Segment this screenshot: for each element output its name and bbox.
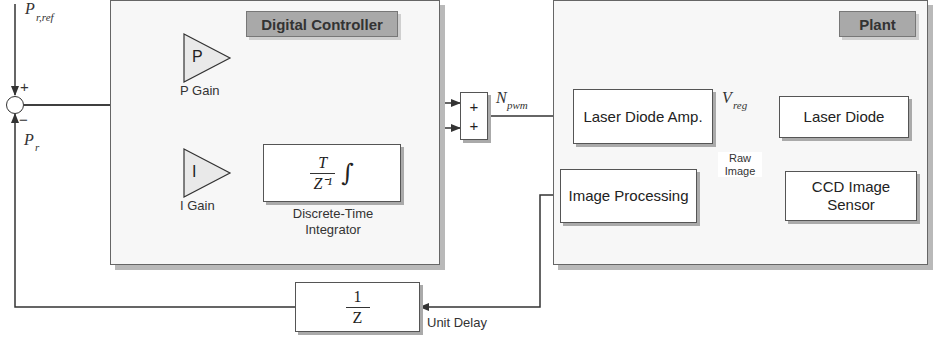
panel-title-text: Digital Controller (261, 16, 383, 33)
panel-title: Plant (839, 11, 916, 37)
sign-label: + (470, 116, 479, 136)
plant-panel: PlantLaser Diode Amp. Laser DiodeImage Pr… (553, 0, 928, 265)
summing-junction: +− (6, 96, 24, 114)
controller-panel: Digital ControllerPP GainII GainTZ⁻¹∫Dis… (110, 0, 440, 265)
signal-name: N (496, 89, 507, 107)
process-box: CCD Image Sensor (785, 171, 917, 221)
gain-triangle: PP Gain (184, 34, 230, 82)
gain-letter: P (192, 48, 203, 66)
numerator: T (310, 153, 335, 173)
denominator: Z (353, 308, 363, 327)
signal-name: P (25, 0, 35, 18)
triangle-outline (184, 149, 230, 197)
triangle-outline (184, 34, 230, 82)
process-box: Image Processing (560, 169, 697, 223)
denominator: Z⁻¹ (313, 174, 332, 193)
process-box: Laser Diode Amp. (573, 89, 713, 144)
process-box: Laser Diode (779, 96, 909, 138)
block-caption: Unit Delay (427, 315, 487, 331)
delay-box: 1ZUnit Delay (295, 282, 420, 332)
gain-caption: P Gain (180, 83, 220, 98)
signal-name: V (722, 89, 732, 107)
reference-input-arrow (14, 4, 16, 95)
panel-title-text: Plant (859, 16, 896, 33)
fraction: TZ⁻¹ (310, 153, 335, 192)
signal-subscript: reg (733, 99, 747, 111)
block-label: Image Processing (564, 187, 692, 205)
block-label: Laser Diode Amp. (579, 108, 706, 126)
signal-subscript: r,ref (36, 11, 54, 23)
signal-subscript: r (35, 141, 39, 153)
sign-label: − (19, 111, 28, 128)
signal-line (420, 195, 560, 307)
adder-box: ++ (460, 92, 488, 140)
gain-triangle: II Gain (184, 149, 230, 197)
signal-name: P (24, 131, 34, 149)
block-caption: Discrete-Time Integrator (264, 206, 402, 237)
panel-title: Digital Controller (246, 11, 398, 37)
gain-letter: I (192, 163, 196, 181)
numerator: 1 (346, 287, 370, 307)
edge-label: Raw Image (718, 152, 762, 177)
triangle-shape (184, 34, 230, 82)
integrator-box: TZ⁻¹∫Discrete-Time Integrator (263, 144, 401, 202)
gain-caption: I Gain (180, 198, 215, 213)
sign-label: + (20, 78, 29, 95)
integral-sign: ∫ (341, 159, 354, 188)
fraction: 1Z (346, 287, 370, 326)
sign-label: + (470, 97, 479, 117)
block-label: CCD Image Sensor (786, 178, 916, 214)
triangle-shape (184, 149, 230, 197)
block-label: Laser Diode (800, 108, 889, 126)
signal-subscript: pwm (507, 99, 528, 111)
